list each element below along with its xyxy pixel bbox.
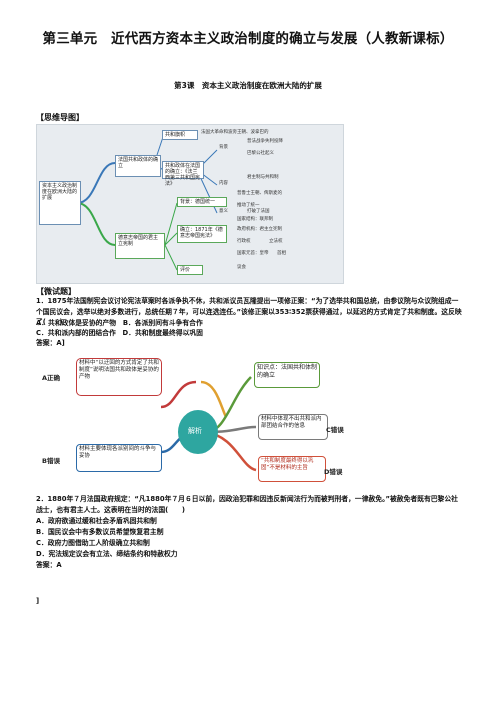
- mindmap-leaf: 国家元首：皇帝: [237, 251, 269, 256]
- question-1-option-cd: C．共和派内部的团结合作 D．共和制度最终得以巩固: [36, 329, 203, 337]
- analysis-tag-a: A正确: [42, 374, 61, 382]
- question-1-answer: 答案：A]: [36, 339, 65, 347]
- mindmap-leaf: 立法权: [269, 239, 283, 244]
- mindmap-node-republic-flag: 共和旗帜: [162, 130, 198, 140]
- mindmap-leaf: 意义: [219, 209, 228, 214]
- mindmap-leaf: 行政权: [237, 239, 251, 244]
- mindmap-leaf: 法国大革命和波旁王朝、波拿巴的: [201, 130, 269, 135]
- mindmap-leaf: 普鲁士王朝、俾斯麦的: [237, 191, 282, 196]
- mindmap-node-german-const: 确立：1871年《德意志帝国宪法》: [177, 225, 227, 243]
- trailing-bracket: ]: [36, 597, 40, 605]
- mindmap-leaf: 君主制与共和制: [247, 175, 279, 180]
- mindmap-image: 资本主义政治制度在欧洲大陆的扩展 法国共和政体的确立 共和旗帜 共和政体在法国的…: [36, 124, 344, 284]
- question-2-option-b: B．国民议会中有多数议员希望恢复君主制: [36, 528, 164, 536]
- analysis-diagram: 解析 材料中“以迂回的方式肯定了共和制度”说明法国共和政体是妥协的产物 A正确 …: [36, 352, 350, 482]
- mindmap-leaf: 国家结构：联邦制: [237, 217, 273, 222]
- mindmap-root: 资本主义政治制度在欧洲大陆的扩展: [39, 181, 81, 225]
- mindmap-leaf: 打破了法国: [247, 209, 270, 214]
- analysis-tag-c: C错误: [326, 426, 344, 434]
- mindmap-branch-france: 法国共和政体的确立: [115, 155, 161, 177]
- mindmap-leaf: 政府机构：君主立宪制: [237, 227, 282, 232]
- analysis-center: 解析: [188, 427, 202, 435]
- mindmap-leaf: 普法战争失利投降: [247, 139, 283, 144]
- question-1-text: 1．1875年法国制宪会议讨论宪法草案时各派争执不休，共和派议员瓦隆提出一项修正…: [36, 297, 462, 327]
- mindmap-branch-germany: 德意志帝国的君主立宪制: [115, 233, 165, 259]
- analysis-tag-b: B错误: [42, 457, 60, 465]
- analysis-connectors: [160, 376, 257, 472]
- question-2-answer: 答案：A: [36, 561, 62, 569]
- mindmap-leaf: 背景: [219, 145, 228, 150]
- quiz-heading: 【微试题】: [36, 287, 76, 296]
- question-2-option-c: C．政府力图借助工人阶级确立共和制: [36, 539, 150, 547]
- question-2-option-d: D．宪法规定议会有立法、缔结条约和特赦权力: [36, 550, 178, 558]
- mindmap-leaf: 议会: [237, 265, 246, 270]
- page-title: 第三单元 近代西方资本主义政治制度的确立与发展（人教新课标）: [42, 31, 454, 47]
- analysis-node-a: 材料中“以迂回的方式肯定了共和制度”说明法国共和政体是妥协的产物: [76, 358, 162, 396]
- question-2-text: 2．1880年７月法国政府规定：“凡1880年７月６日以前，因政治犯罪和因违反新…: [36, 495, 458, 514]
- mindmap-node-german-bg: 背景：德国统一: [177, 197, 227, 207]
- lesson-subtitle: 第3课 资本主义政治制度在欧洲大陆的扩展: [174, 81, 322, 90]
- mindmap-node-constitution-1875: 共和政体在法国的确立：《法兰西第三共和国宪法》: [162, 161, 204, 187]
- mindmap-leaf: 内容: [219, 181, 228, 186]
- mindmap-leaf: 巴黎公社起义: [247, 151, 274, 156]
- question-2-option-a: A．政府欲通过缓和社会矛盾巩固共和制: [36, 517, 157, 525]
- analysis-node-c: 材料中体现不出共和派内部团结合作的信息: [258, 414, 328, 440]
- analysis-node-b: 材料主要体现各派别间的斗争与妥协: [76, 444, 162, 472]
- question-1-option-ab: A．共和政体是妥协的产物 B．各派别间有斗争有合作: [36, 319, 203, 327]
- analysis-node-knowledge: 知识点：法国共和体制的确立: [254, 362, 320, 388]
- analysis-tag-d: D错误: [324, 468, 343, 476]
- mindmap-leaf: 推动了统一: [237, 203, 260, 208]
- mindmap-leaf: 首相: [277, 251, 286, 256]
- analysis-node-d: “共和制度最终得以巩固”不是材料的主旨: [258, 456, 326, 482]
- mindmap-heading: 【思维导图】: [36, 113, 84, 122]
- mindmap-node-german-eval: 评价: [177, 265, 203, 275]
